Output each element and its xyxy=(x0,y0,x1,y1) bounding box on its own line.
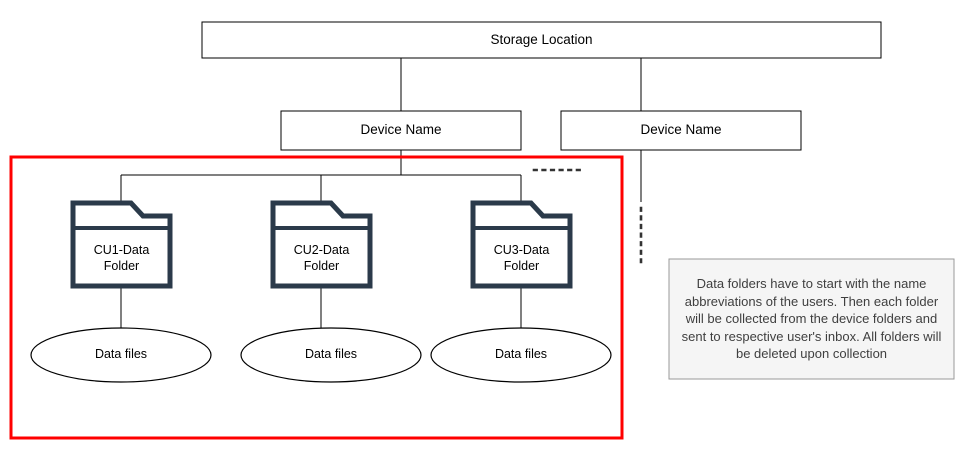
storage-location-node[interactable] xyxy=(202,22,881,58)
data-files-node-1[interactable] xyxy=(31,328,211,382)
note-node[interactable] xyxy=(669,259,954,379)
data-files-node-2[interactable] xyxy=(241,328,421,382)
folder-node-3[interactable] xyxy=(473,203,570,288)
data-files-node-3[interactable] xyxy=(431,328,611,382)
folder-node-2[interactable] xyxy=(273,203,370,288)
device-name-node-1[interactable] xyxy=(281,111,521,150)
connector-lines xyxy=(120,58,642,329)
device-name-node-2[interactable] xyxy=(561,111,801,150)
highlight-region-box xyxy=(9,155,624,440)
folder-node-1[interactable] xyxy=(73,203,170,288)
